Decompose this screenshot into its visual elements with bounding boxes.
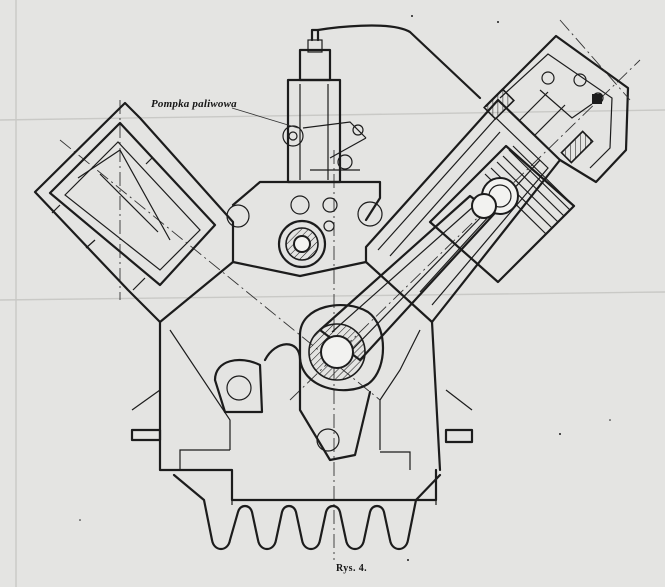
specks (79, 15, 611, 561)
fuel-pump-label: Pompka paliwowa (151, 98, 237, 110)
fuel-pump (231, 24, 482, 184)
right-cylinder-bank (364, 19, 631, 324)
crank-big-end (263, 304, 385, 462)
piston-rings (484, 145, 575, 235)
figure-caption: Rys. 4. (336, 563, 368, 574)
piston (428, 144, 576, 284)
left-cylinder-bank (33, 101, 235, 324)
crankcase (130, 320, 474, 502)
oil-sump (172, 473, 442, 551)
valley-and-camshaft (226, 180, 383, 278)
